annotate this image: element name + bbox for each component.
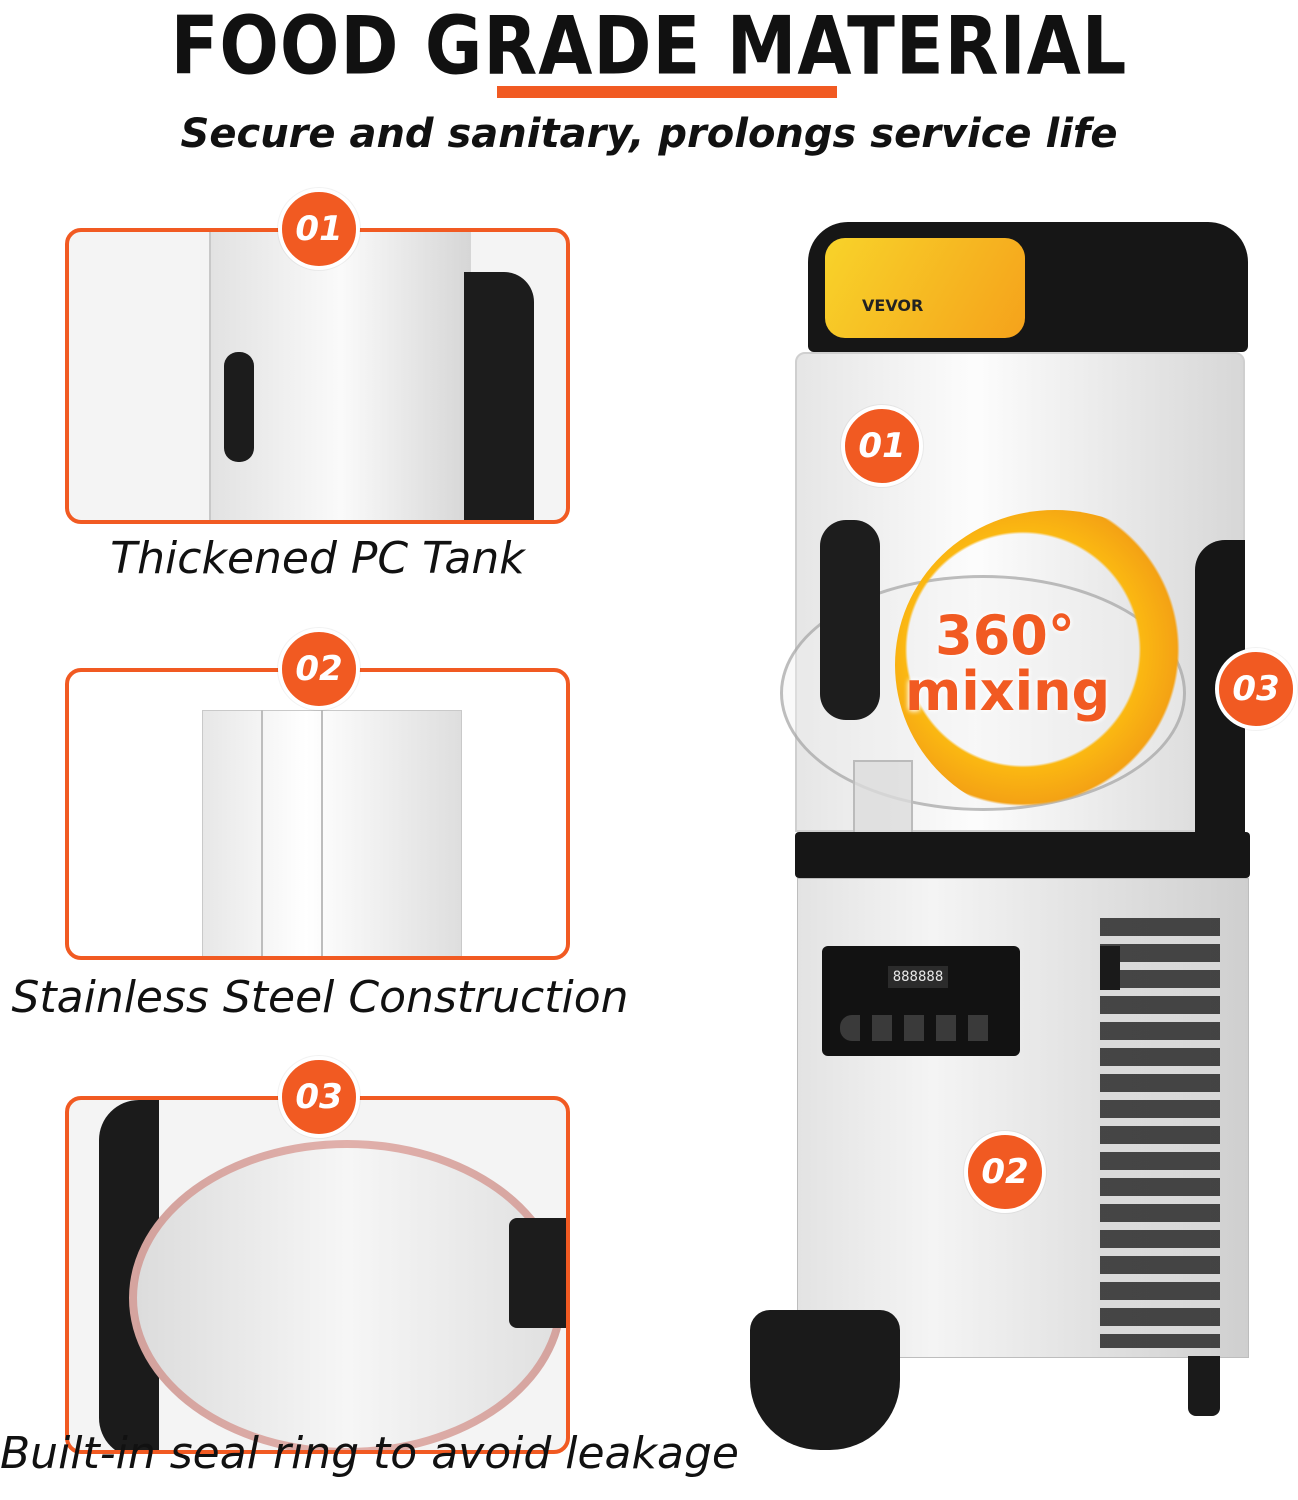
feature-badge-01: 01: [278, 188, 360, 270]
mixing-label-word: mixing: [905, 660, 1111, 723]
feature-panel-seal: [65, 1096, 570, 1454]
title-underline: [497, 86, 837, 98]
steel-plate-image: [202, 710, 462, 956]
brand-logo: VEVOR: [862, 296, 924, 315]
seal-ring-image: [129, 1140, 565, 1450]
feature-badge-02: 02: [278, 628, 360, 710]
machine-label-artwork: [825, 238, 1025, 338]
tank-tap-image: [224, 352, 254, 462]
feature-panel-steel: [65, 668, 570, 960]
machine-callout-03: 03: [1215, 648, 1297, 730]
steel-plate-seam-1: [261, 710, 263, 956]
seal-tap-image: [509, 1218, 566, 1328]
control-buttons: [840, 1015, 1000, 1041]
juice-swirl-image: [895, 510, 1215, 820]
mixing-label-degrees: 360°: [935, 604, 1075, 667]
feature-caption-tank: Thickened PC Tank: [110, 533, 525, 584]
temperature-display: 888888: [888, 966, 948, 988]
feature-panel-tank: [65, 228, 570, 524]
tank-black-side: [464, 272, 534, 520]
page-title: FOOD GRADE MATERIAL: [170, 0, 1128, 94]
steel-plate-seam-2: [321, 710, 323, 956]
feature-caption-seal: Built-in seal ring to avoid leakage: [0, 1428, 739, 1479]
machine-foot-right: [1188, 1356, 1220, 1416]
machine-callout-02: 02: [964, 1131, 1046, 1213]
side-switch: [1100, 946, 1120, 990]
machine-callout-01: 01: [841, 405, 923, 487]
dispense-tap: [820, 520, 880, 720]
feature-badge-03: 03: [278, 1056, 360, 1138]
mixing-label: 360° mixing: [905, 604, 1111, 723]
page-subtitle: Secure and sanitary, prolongs service li…: [180, 111, 1118, 157]
machine-foot-left: [815, 1356, 847, 1416]
machine-base-band: [795, 832, 1250, 878]
feature-caption-steel: Stainless Steel Construction: [11, 972, 629, 1023]
vent-grille: [1100, 918, 1220, 1348]
